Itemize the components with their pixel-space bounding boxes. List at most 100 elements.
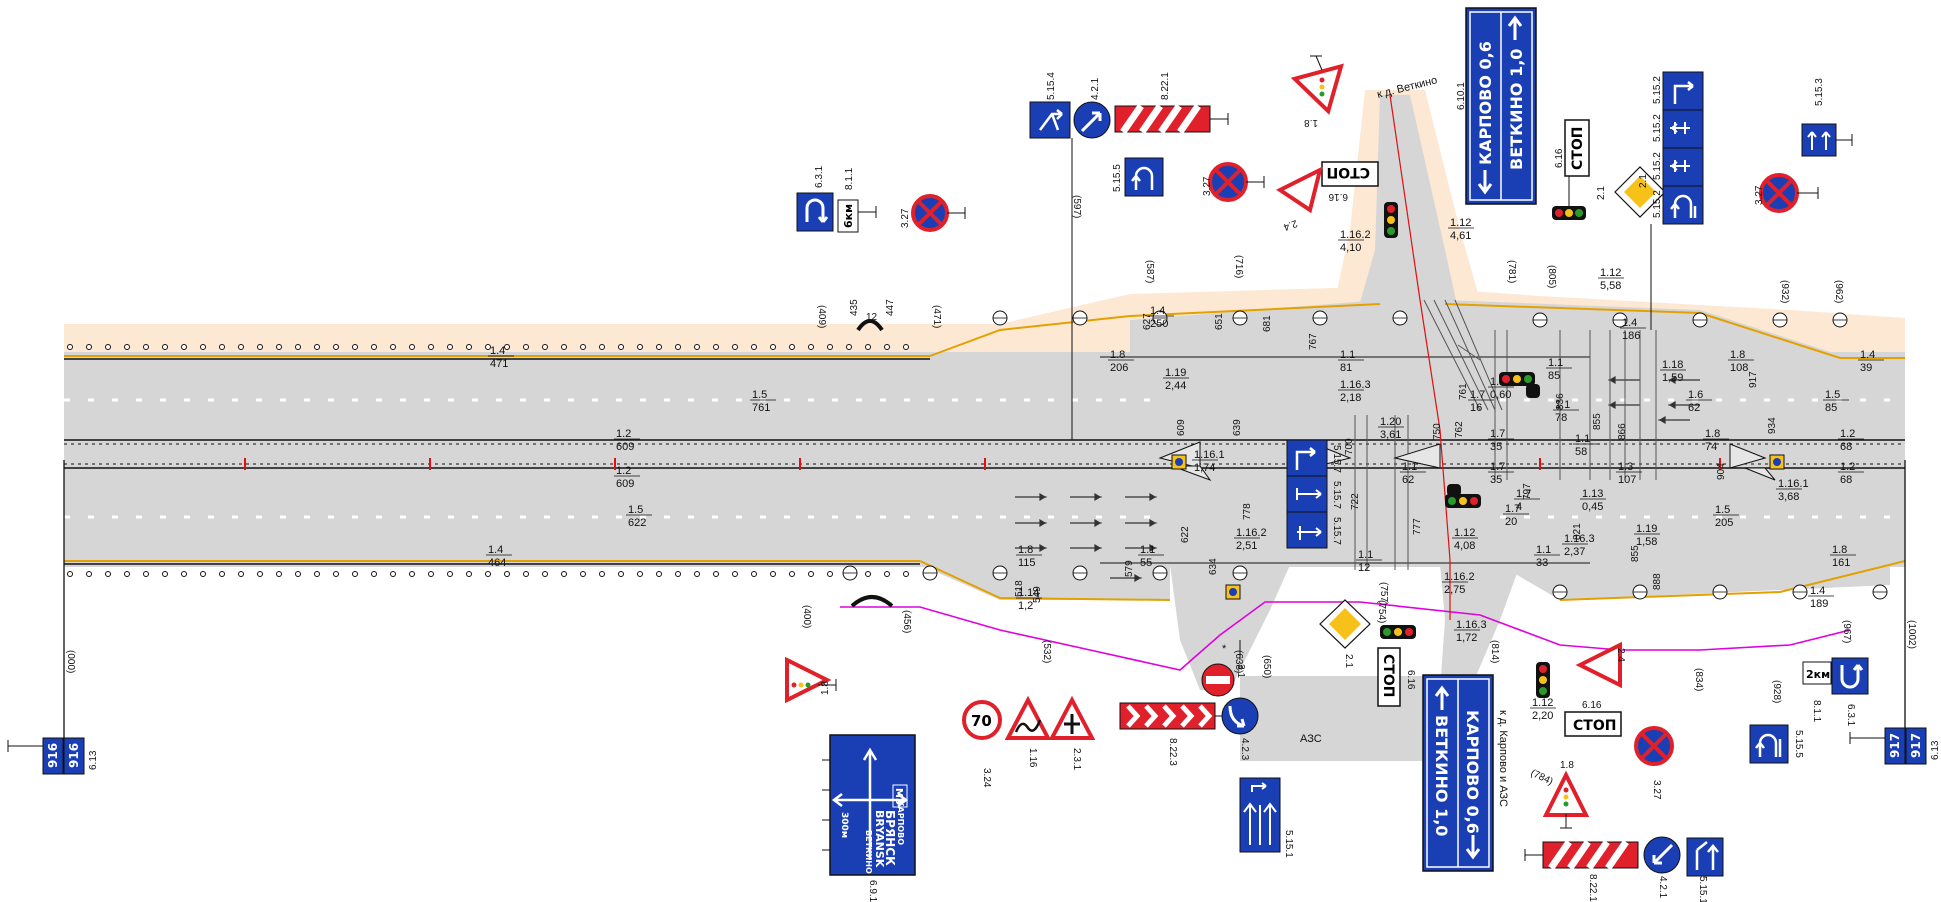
- lane-number: 518: [1014, 580, 1025, 597]
- post-marker: [580, 344, 586, 350]
- marking-code: 1.1: [1575, 433, 1590, 445]
- post-marker: [409, 571, 415, 577]
- lamp-top: [992, 310, 1008, 326]
- distance-label: (638): [1233, 650, 1244, 673]
- marking-length: 0,45: [1582, 501, 1603, 513]
- marking-code: 1.12: [1454, 527, 1475, 539]
- sign-code-21-top-b: 2.1: [1596, 186, 1607, 200]
- marking-length: 115: [1018, 557, 1036, 569]
- post-marker: [561, 571, 567, 577]
- direction-top-line2: ВЕТКИНО 1,0: [1507, 49, 1526, 170]
- post-marker: [713, 344, 719, 350]
- traffic-signals: [1384, 202, 1540, 508]
- sign-code-5152-a: 5.15.2: [1652, 76, 1663, 104]
- post-marker: [599, 571, 605, 577]
- sign-code-24-b: 2.4: [1615, 648, 1626, 662]
- lane-number: 904: [1716, 463, 1727, 480]
- post-marker: [599, 344, 605, 350]
- sign-code-327-d: 3.27: [1651, 780, 1662, 800]
- post-marker: [789, 571, 795, 577]
- distance-label: (597): [1071, 195, 1082, 218]
- marking-length: 1,72: [1456, 632, 1477, 644]
- sign-5155-top: 5.15.5: [1112, 157, 1164, 197]
- post-marker: [884, 344, 890, 350]
- lane-number: 762: [1454, 421, 1465, 438]
- marking-length: 206: [1110, 362, 1128, 374]
- post-marker: [675, 344, 681, 350]
- post-marker: [67, 571, 73, 577]
- sign-code-327-a: 3.27: [900, 208, 911, 228]
- sign-code-324: 3.24: [981, 768, 992, 788]
- post-marker: [105, 344, 111, 350]
- sign-code-18-br: 1.8: [1560, 760, 1574, 771]
- marking-code: 1.4: [488, 544, 503, 556]
- marking-length: 2,20: [1532, 710, 1553, 722]
- sign-code-5152-b: 5.15.2: [1652, 114, 1663, 142]
- lamp-top: [1072, 310, 1088, 326]
- sign-327-top-middle: 3.27: [1202, 162, 1265, 202]
- lane-number: 651: [1214, 313, 1225, 330]
- sign-code-631-b: 6.3.1: [1845, 704, 1856, 727]
- sign-code-5154: 5.15.4: [1046, 72, 1057, 100]
- lane-number: 700: [1344, 438, 1355, 455]
- lane-number: 622: [1180, 526, 1191, 543]
- marking-length: 4,10: [1340, 242, 1361, 254]
- sign-code-613-right: 6.13: [1930, 740, 1941, 760]
- sign-code-5151-b: 5.15.1: [1697, 876, 1708, 902]
- marking-length: 85: [1825, 402, 1837, 414]
- marking-code: 1.8: [1705, 428, 1720, 440]
- km2-text: 2км: [1806, 668, 1830, 681]
- distance-label: (781): [1506, 260, 1517, 283]
- marking-code: 1.8: [1832, 544, 1847, 556]
- marking-length: 186: [1622, 330, 1640, 342]
- dim-447: 447: [885, 299, 896, 316]
- post-marker: [903, 571, 909, 577]
- azs-label: АЗС: [1300, 733, 1322, 745]
- lane-number: 855: [1630, 545, 1641, 562]
- sign-code-421-top: 4.2.1: [1090, 77, 1101, 100]
- lane-end-signs: 12 435 447: [849, 299, 1785, 608]
- lamp-bottom: [922, 565, 938, 581]
- marking-length: 471: [490, 358, 508, 370]
- sign-code-616-a: 6.16: [1328, 191, 1348, 202]
- lane-number: 549: [1032, 586, 1043, 603]
- post-marker: [200, 344, 206, 350]
- post-marker: [352, 344, 358, 350]
- lamp-bottom: [1152, 565, 1168, 581]
- sign-5151-bottom: 5.15.1: [1239, 777, 1294, 858]
- marking-code: 1.12: [1532, 697, 1553, 709]
- marking-length: 20: [1505, 516, 1517, 528]
- lane-number: 627: [1142, 313, 1153, 330]
- marking-length: 2,37: [1564, 546, 1585, 558]
- info-line4: КАРПОВО: [896, 800, 905, 845]
- sign-code-18-top: 1.8: [1304, 117, 1318, 128]
- post-marker: [770, 344, 776, 350]
- distance-label: (000): [65, 650, 76, 673]
- marking-length: 205: [1715, 517, 1733, 529]
- lane-number: 750: [1432, 423, 1443, 440]
- sign-group-right-top: 5.15.3 3.27: [1754, 78, 1853, 213]
- marking-length: 85: [1548, 370, 1560, 382]
- post-marker: [124, 571, 130, 577]
- sign-code-327-c: 3.27: [1754, 185, 1765, 205]
- distance-label: (456): [901, 610, 912, 633]
- marking-length: 1,59: [1662, 372, 1683, 384]
- sign-code-8221-b: 8.22.1: [1587, 874, 1598, 902]
- lane-arrows: [1015, 375, 1700, 583]
- lane-number: 609: [1176, 419, 1187, 436]
- marking-code: 1.2: [1840, 461, 1855, 473]
- marking-code: 1.1: [1402, 461, 1417, 473]
- km-post-left: 916 916 6.13: [7, 737, 99, 775]
- post-marker: [865, 571, 871, 577]
- marking-code: 1.5: [1825, 389, 1840, 401]
- post-marker: [637, 344, 643, 350]
- marking-code: 1.3: [1618, 461, 1633, 473]
- post-marker: [523, 571, 529, 577]
- lamp-top: [1832, 312, 1848, 328]
- marking-code: 1.16.2: [1444, 571, 1475, 583]
- post-marker: [808, 344, 814, 350]
- info-sign-691: БРЯНСК BRYANSK ВЕТКИНО КАРПОВО М3 300м 6…: [822, 734, 916, 902]
- post-marker: [466, 571, 472, 577]
- stop-text-d: СТОП: [1573, 718, 1616, 734]
- distance-label: (757): [1378, 582, 1389, 605]
